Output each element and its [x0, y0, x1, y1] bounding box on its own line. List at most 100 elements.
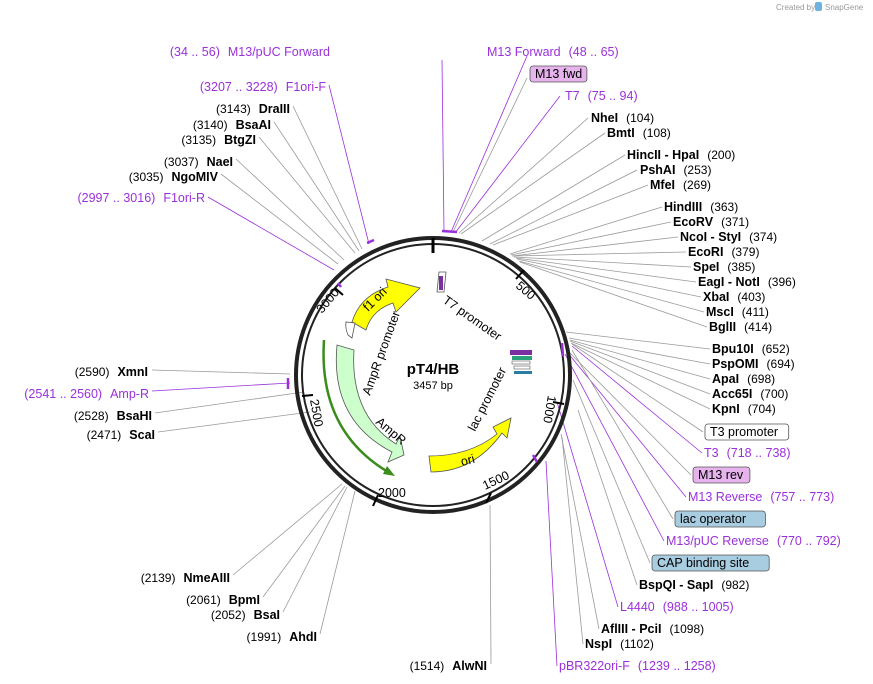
- label-l4440[interactable]: L4440(988 .. 1005): [620, 600, 734, 614]
- label-name: AlwNI: [452, 659, 487, 673]
- label-text: M13/pUC Reverse(770 .. 792): [666, 534, 841, 548]
- label-xbai[interactable]: XbaI(403): [703, 290, 765, 304]
- label-t7[interactable]: T7(75 .. 94): [565, 89, 638, 103]
- label-msci[interactable]: MscI(411): [706, 305, 769, 319]
- label-nmeaiii[interactable]: (2139) NmeAIII: [141, 571, 230, 585]
- label-cap-binding-site[interactable]: CAP binding site: [651, 554, 770, 572]
- label-ahdi[interactable]: (1991)AhdI: [247, 630, 317, 644]
- label-name: Amp-R: [110, 387, 149, 401]
- label-position: (2139): [141, 571, 176, 585]
- label-pshai[interactable]: PshAI(253): [640, 163, 711, 177]
- label-m13-puc-forward[interactable]: (34 .. 56)M13/pUC Forward: [170, 45, 330, 59]
- label-draiii[interactable]: (3143)DraIII: [216, 102, 290, 116]
- label-nhei[interactable]: NheI(104): [591, 111, 654, 125]
- label-bglii[interactable]: BglII(414): [709, 320, 772, 334]
- label-bpmi[interactable]: (2061)BpmI: [186, 593, 260, 607]
- label-pspomi[interactable]: PspOMI(694): [712, 357, 795, 371]
- label-m13-rev[interactable]: M13 rev: [692, 466, 751, 484]
- label-btgzi[interactable]: (3135)BtgZI: [181, 133, 256, 147]
- leader-line-bpu10i: [565, 331, 711, 350]
- label-bpu10i[interactable]: Bpu10I(652): [712, 342, 790, 356]
- label-name: BpmI: [229, 593, 260, 607]
- label-pbr322ori-f[interactable]: pBR322ori-F(1239 .. 1258): [559, 659, 716, 673]
- features: f1 ori AmpR promoter AmpR ori T7 promote…: [286, 229, 565, 476]
- label-name: DraIII: [259, 102, 290, 116]
- ori-label: ori: [459, 452, 476, 469]
- label-position: (363): [710, 200, 738, 214]
- label-text: (2528)BsaHI: [74, 409, 152, 423]
- label-text: EcoRI(379): [688, 245, 759, 259]
- label-acc65i[interactable]: Acc65I(700): [712, 387, 788, 401]
- label-position: (704): [748, 402, 776, 416]
- label-naei[interactable]: (3037)NaeI: [164, 155, 233, 169]
- leader-line-bglii: [519, 261, 708, 328]
- label-nspi[interactable]: NspI(1102): [585, 637, 654, 651]
- box-label-bg: [692, 466, 751, 484]
- label-kpni[interactable]: KpnI(704): [712, 402, 776, 416]
- label-text: ApaI (698): [712, 372, 775, 386]
- leader-line-t3: [571, 345, 703, 454]
- label-mfei[interactable]: MfeI(269): [650, 178, 711, 192]
- label-spei[interactable]: SpeI(385): [693, 260, 755, 274]
- label-m13-forward[interactable]: M13 Forward(48 .. 65): [487, 45, 619, 59]
- label-amp-r[interactable]: (2541 .. 2560) Amp-R: [24, 387, 149, 401]
- primer-tick-pbr322: [531, 454, 539, 463]
- label-position: (698): [747, 372, 775, 386]
- label-name: NmeAIII: [183, 571, 230, 585]
- f1-ori-feature[interactable]: [351, 278, 421, 331]
- label-name: MscI: [706, 305, 734, 319]
- label-f1ori-r[interactable]: (2997 .. 3016)F1ori-R: [77, 191, 205, 205]
- label-name: BtgZI: [224, 133, 256, 147]
- label-m13-reverse[interactable]: M13 Reverse(757 .. 773): [688, 490, 834, 504]
- ampr-arc-arrowhead-icon: [383, 466, 395, 476]
- label-bsai[interactable]: (2052)BsaI: [211, 608, 280, 622]
- leader-line-nspi: [561, 436, 584, 645]
- label-ngomiv[interactable]: (3035)NgoMIV: [129, 170, 219, 184]
- label-eagi-noti[interactable]: EagI - NotI(396): [698, 275, 796, 289]
- label-text: pBR322ori-F(1239 .. 1258): [559, 659, 716, 673]
- primer-tick-m13-fwd: [441, 229, 458, 234]
- leader-line-t3-promoter: [571, 343, 704, 433]
- plasmid-name: pT4/HB: [407, 361, 460, 378]
- label-ecori[interactable]: EcoRI(379): [688, 245, 759, 259]
- label-t3[interactable]: T3(718 .. 738): [704, 446, 791, 460]
- label-name: EagI - NotI: [698, 275, 760, 289]
- mcs-marker-4: [513, 365, 531, 370]
- primer-tick-f1ori-r: [337, 282, 342, 288]
- label-t3-promoter[interactable]: T3 promoter: [704, 423, 790, 441]
- label-position: (770 .. 792): [777, 534, 841, 548]
- label-name: AflIII - PciI: [601, 622, 661, 636]
- label-f1ori-f[interactable]: (3207 .. 3228)F1ori-F: [200, 80, 326, 94]
- label-m13-puc-reverse[interactable]: M13/pUC Reverse(770 .. 792): [666, 534, 841, 548]
- ampr-feature[interactable]: [335, 344, 405, 463]
- label-name: M13/pUC Forward: [228, 45, 330, 59]
- label-text: (2590)XmnI: [75, 365, 148, 379]
- label-scai[interactable]: (2471)ScaI: [87, 428, 155, 442]
- label-hindiii[interactable]: HindIII(363): [664, 200, 738, 214]
- label-position: (379): [731, 245, 759, 259]
- label-text: (2139) NmeAIII: [141, 571, 230, 585]
- label-bmti[interactable]: BmtI(108): [607, 126, 671, 140]
- label-name: NspI: [585, 637, 612, 651]
- leader-line-bmti: [460, 132, 606, 235]
- label-bsaai[interactable]: (3140)BsaAI: [193, 118, 271, 132]
- credit-brand: SnapGene: [825, 3, 864, 12]
- label-ecorv[interactable]: EcoRV(371): [673, 215, 749, 229]
- ori-feature[interactable]: [428, 417, 512, 473]
- label-name: M13 Forward: [487, 45, 561, 59]
- label-name: ApaI: [712, 372, 739, 386]
- label-name: BsaAI: [236, 118, 271, 132]
- label-afliii-pcii[interactable]: AflIII - PciI(1098): [601, 622, 704, 636]
- label-lac-operator[interactable]: lac operator: [674, 510, 766, 528]
- ampr-promoter-feature[interactable]: [345, 321, 356, 339]
- label-bsahi[interactable]: (2528)BsaHI: [74, 409, 152, 423]
- label-hincii-hpai[interactable]: HincII - HpaI(200): [627, 148, 735, 162]
- label-name: T7: [565, 89, 580, 103]
- label-m13-fwd[interactable]: M13 fwd: [529, 65, 588, 83]
- label-xmni[interactable]: (2590)XmnI: [75, 365, 148, 379]
- label-alwni[interactable]: (1514)AlwNI: [410, 659, 487, 673]
- label-ncoi-styi[interactable]: NcoI - StyI(374): [680, 230, 777, 244]
- label-bspqi-sapi[interactable]: BspQI - SapI(982): [639, 578, 749, 592]
- label-position: (2541 .. 2560): [24, 387, 102, 401]
- label-apai[interactable]: ApaI (698): [712, 372, 775, 386]
